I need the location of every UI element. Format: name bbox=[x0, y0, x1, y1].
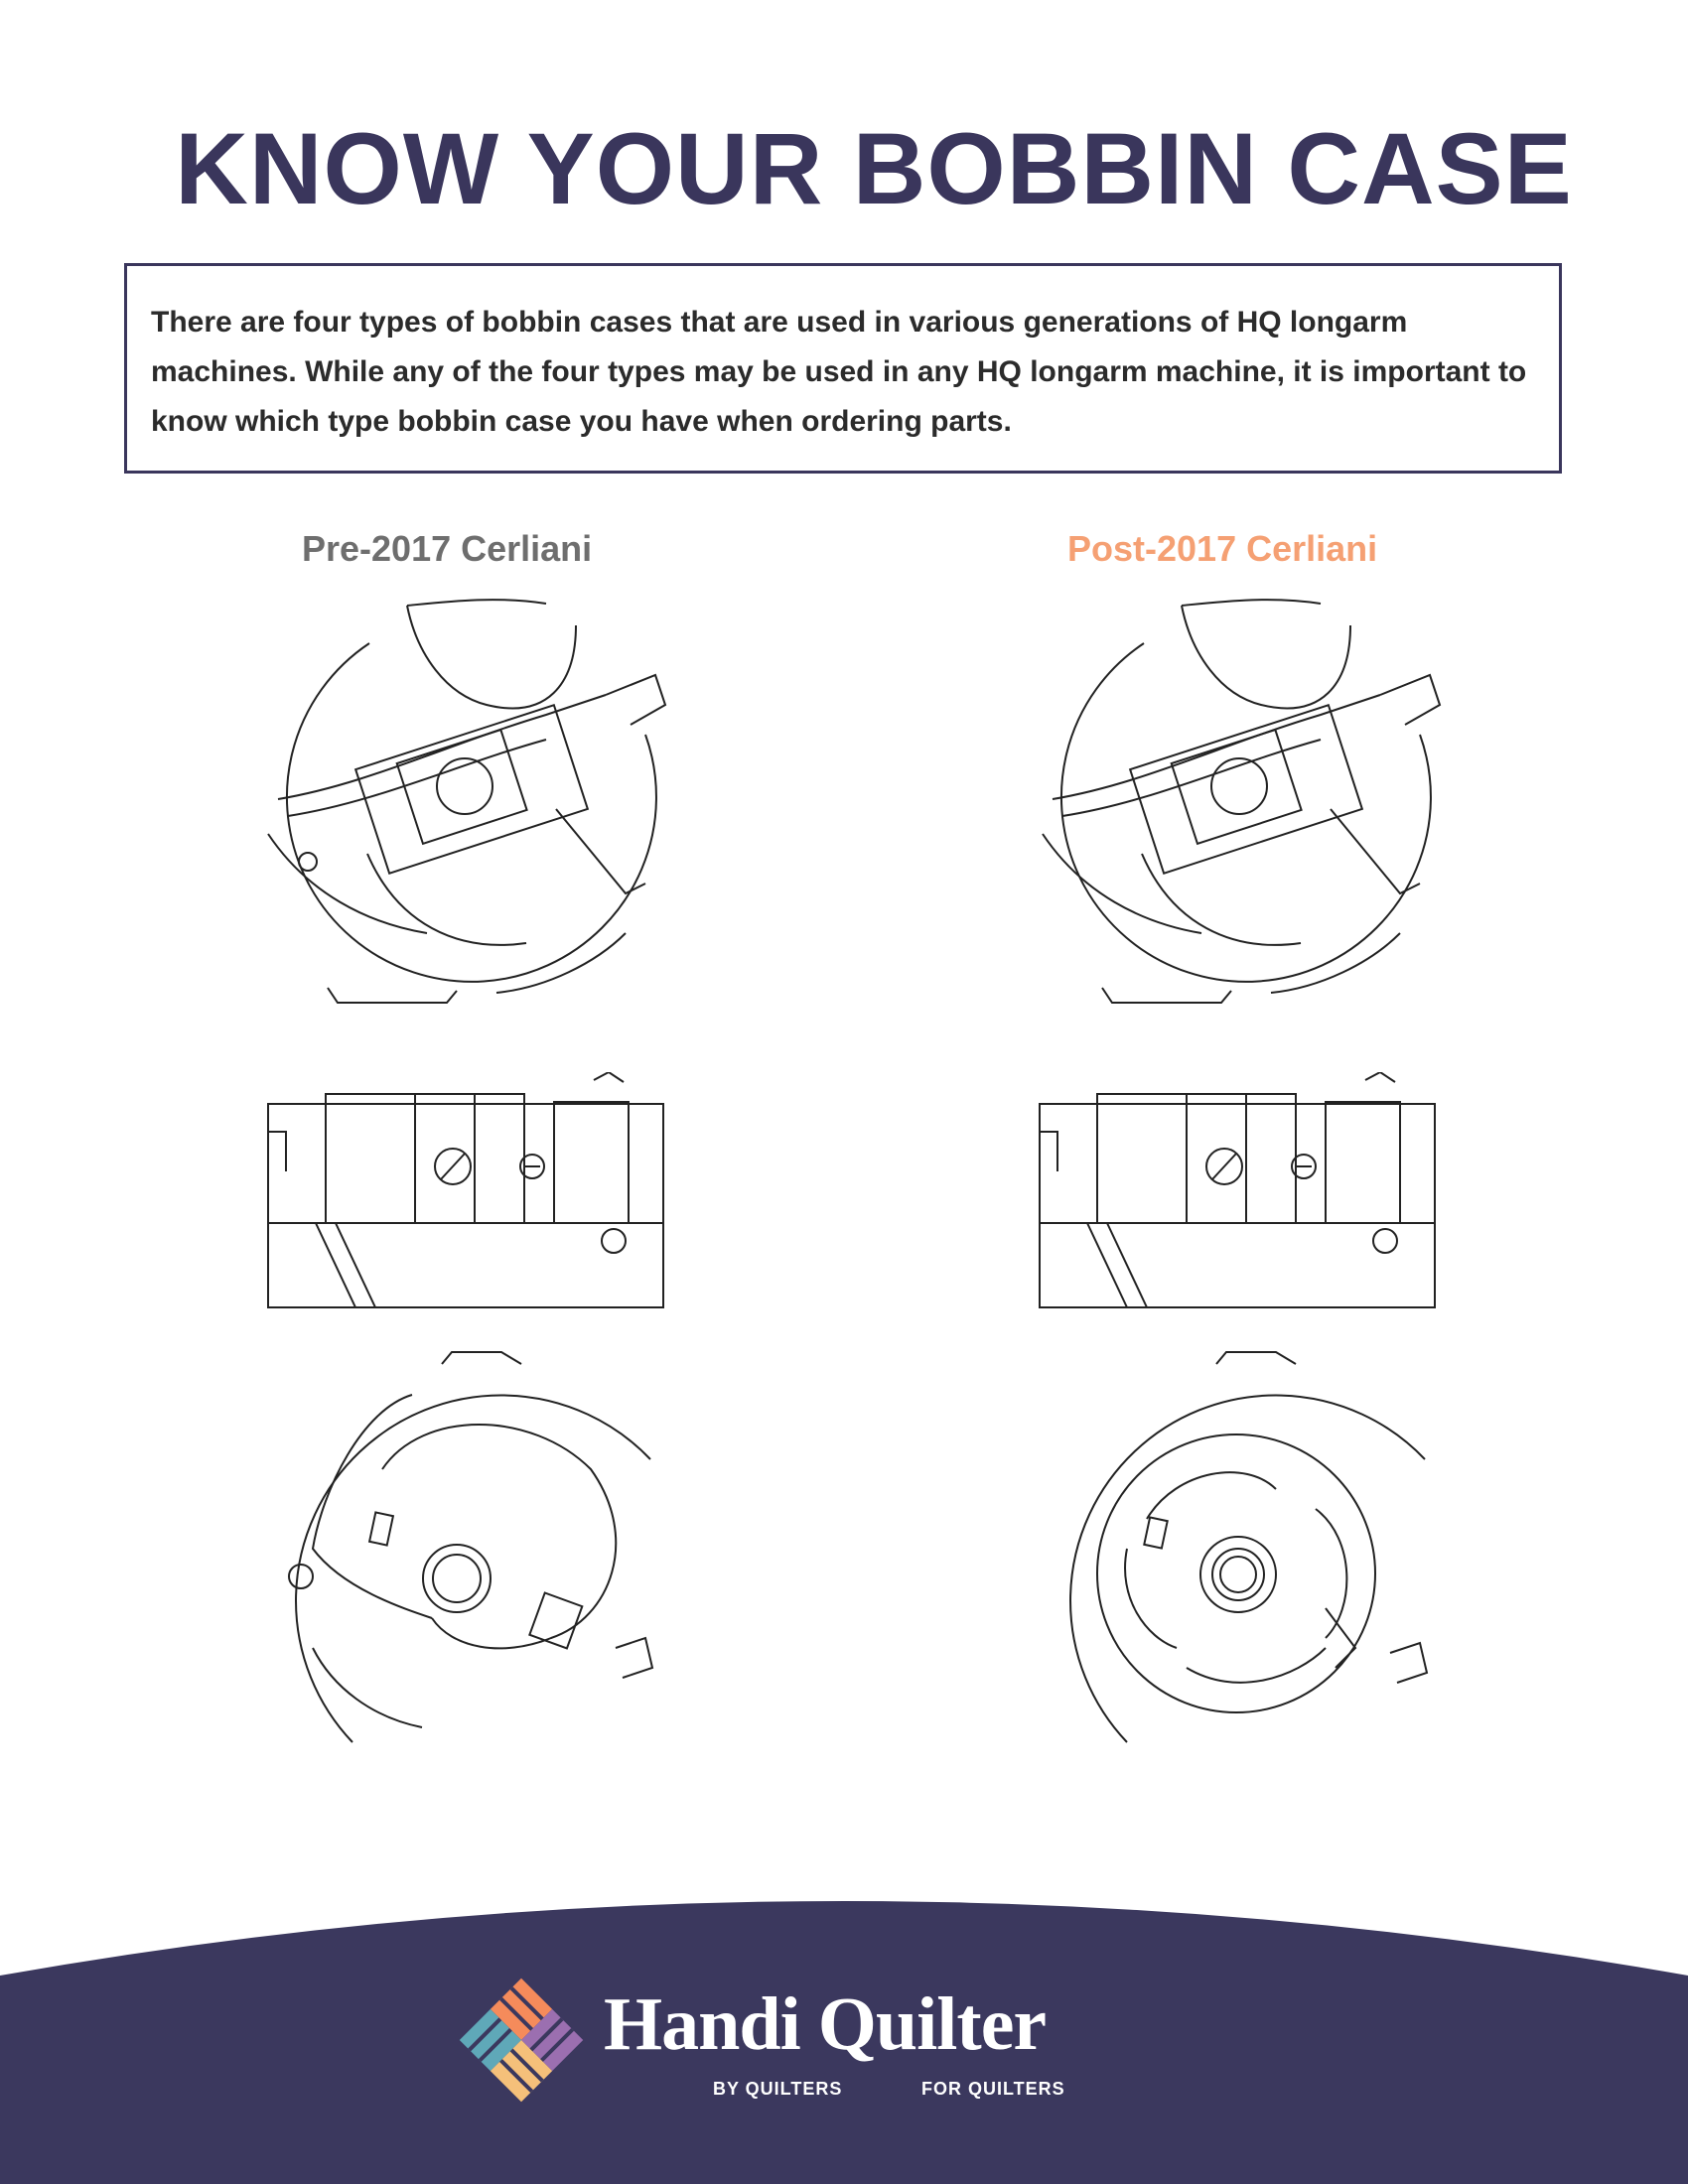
intro-box: There are four types of bobbin cases tha… bbox=[124, 263, 1562, 474]
quilt-block-logo-icon bbox=[459, 1978, 584, 2103]
pre-2017-side-view-drawing bbox=[266, 1072, 673, 1310]
brand-name: Handi Quilter bbox=[604, 1982, 1047, 2066]
post-2017-bottom-view-drawing bbox=[1028, 1350, 1445, 1777]
pre-2017-bottom-view-drawing bbox=[253, 1350, 670, 1777]
post-2017-side-view-drawing bbox=[1038, 1072, 1445, 1310]
page-title: KNOW YOUR BOBBIN CASE bbox=[175, 112, 1573, 225]
post-2017-top-view-drawing bbox=[1023, 596, 1450, 1023]
handi-quilter-logo: Handi Quilter BY QUILTERS FOR QUILTERS bbox=[457, 1976, 1251, 2134]
tagline-for-quilters: FOR QUILTERS bbox=[921, 2079, 1065, 2099]
tagline-by-quilters: BY QUILTERS bbox=[713, 2079, 843, 2099]
intro-text: There are four types of bobbin cases tha… bbox=[151, 306, 1527, 438]
column-label-pre-2017: Pre-2017 Cerliani bbox=[302, 528, 593, 569]
pre-2017-top-view-drawing bbox=[248, 596, 675, 1023]
column-label-post-2017: Post-2017 Cerliani bbox=[1067, 528, 1378, 569]
footer-band: Handi Quilter BY QUILTERS FOR QUILTERS bbox=[0, 1866, 1688, 2184]
